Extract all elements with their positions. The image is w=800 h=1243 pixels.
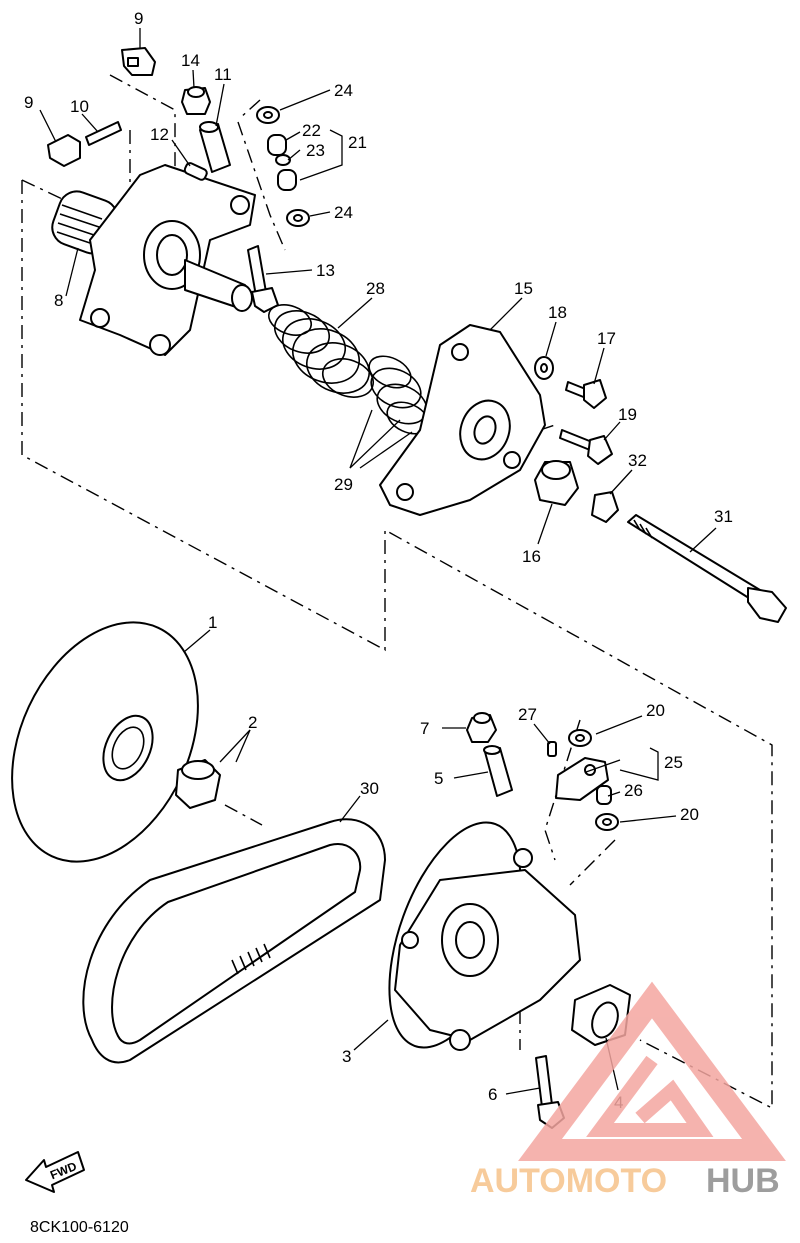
- callout-21: 21: [348, 133, 367, 152]
- diagram-code: 8CK100-6120: [30, 1219, 129, 1236]
- part-7-nut: [466, 712, 497, 743]
- part-14-nut: [181, 86, 211, 115]
- callout-9-left: 9: [24, 93, 33, 112]
- callout-30: 30: [360, 779, 379, 798]
- callout-16: 16: [522, 547, 541, 566]
- part-9-slider-top: [121, 47, 156, 76]
- part-15-spider-cover: [379, 324, 546, 516]
- part-12-pin-small: [183, 162, 208, 181]
- part-27-pin: [547, 741, 557, 757]
- callout-20-top: 20: [646, 701, 665, 720]
- callout-27: 27: [518, 705, 537, 724]
- callout-5: 5: [434, 769, 443, 788]
- callout-31: 31: [714, 507, 733, 526]
- callout-24-top: 24: [334, 81, 353, 100]
- part-29-spacers: [368, 355, 430, 435]
- callout-7: 7: [420, 719, 429, 738]
- part-3-spider: [388, 821, 581, 1051]
- part-32-ring: [591, 491, 619, 523]
- part-24-washer-top: [256, 106, 280, 124]
- watermark-text-automoto: AUTOMOTO: [470, 1162, 667, 1200]
- part-20-washer-bottom: [595, 813, 619, 831]
- callout-14: 14: [181, 51, 200, 70]
- callout-6: 6: [488, 1085, 497, 1104]
- callout-13: 13: [316, 261, 335, 280]
- callout-15: 15: [514, 279, 533, 298]
- part-31-long-bolt: [627, 514, 787, 623]
- part-18-washer: [534, 356, 554, 380]
- callout-22: 22: [302, 121, 321, 140]
- leader-lines: [39, 28, 717, 1095]
- part-17-bolt: [565, 379, 607, 409]
- callout-17: 17: [597, 329, 616, 348]
- part-8-fixed-sheave-shaft: [51, 164, 256, 356]
- part-5-collar: [483, 745, 513, 797]
- callout-20-bottom: 20: [680, 805, 699, 824]
- callout-3: 3: [342, 1047, 351, 1066]
- callout-32: 32: [628, 451, 647, 470]
- callout-28: 28: [366, 279, 385, 298]
- part-1-movable-sheave: [11, 621, 199, 863]
- part-30-drive-belt: [82, 818, 386, 1064]
- callout-11: 11: [214, 65, 232, 84]
- part-24-washer-mid: [286, 209, 310, 227]
- fwd-arrow-icon: FWD: [25, 1151, 85, 1193]
- callout-8: 8: [54, 291, 63, 310]
- callout-26: 26: [624, 781, 643, 800]
- watermark-triangle-icon: [518, 981, 786, 1161]
- callout-19: 19: [618, 405, 637, 424]
- callout-10: 10: [70, 97, 89, 116]
- part-2-bushings: [175, 759, 221, 809]
- callout-18: 18: [548, 303, 567, 322]
- part-21-weight-assembly: [267, 134, 297, 191]
- callout-23: 23: [306, 141, 325, 160]
- callout-1: 1: [208, 613, 217, 632]
- callout-9-top: 9: [134, 9, 143, 28]
- part-25-weight-assembly: [555, 757, 612, 805]
- part-16-bushing: [534, 460, 579, 506]
- callout-25: 25: [664, 753, 683, 772]
- part-9-slider-left: [47, 134, 81, 167]
- watermark-text-hub: HUB: [706, 1162, 780, 1200]
- part-11-collar: [199, 121, 231, 173]
- watermark-logo: AUTOMOTO HUB: [470, 981, 786, 1200]
- part-28-spring: [267, 304, 374, 398]
- callout-29: 29: [334, 475, 353, 494]
- part-20-washer-top: [568, 729, 592, 747]
- callout-24-mid: 24: [334, 203, 353, 222]
- part-10-pin: [85, 121, 122, 146]
- callout-12: 12: [150, 125, 169, 144]
- callout-2: 2: [248, 713, 257, 732]
- part-19-bolt: [559, 429, 613, 465]
